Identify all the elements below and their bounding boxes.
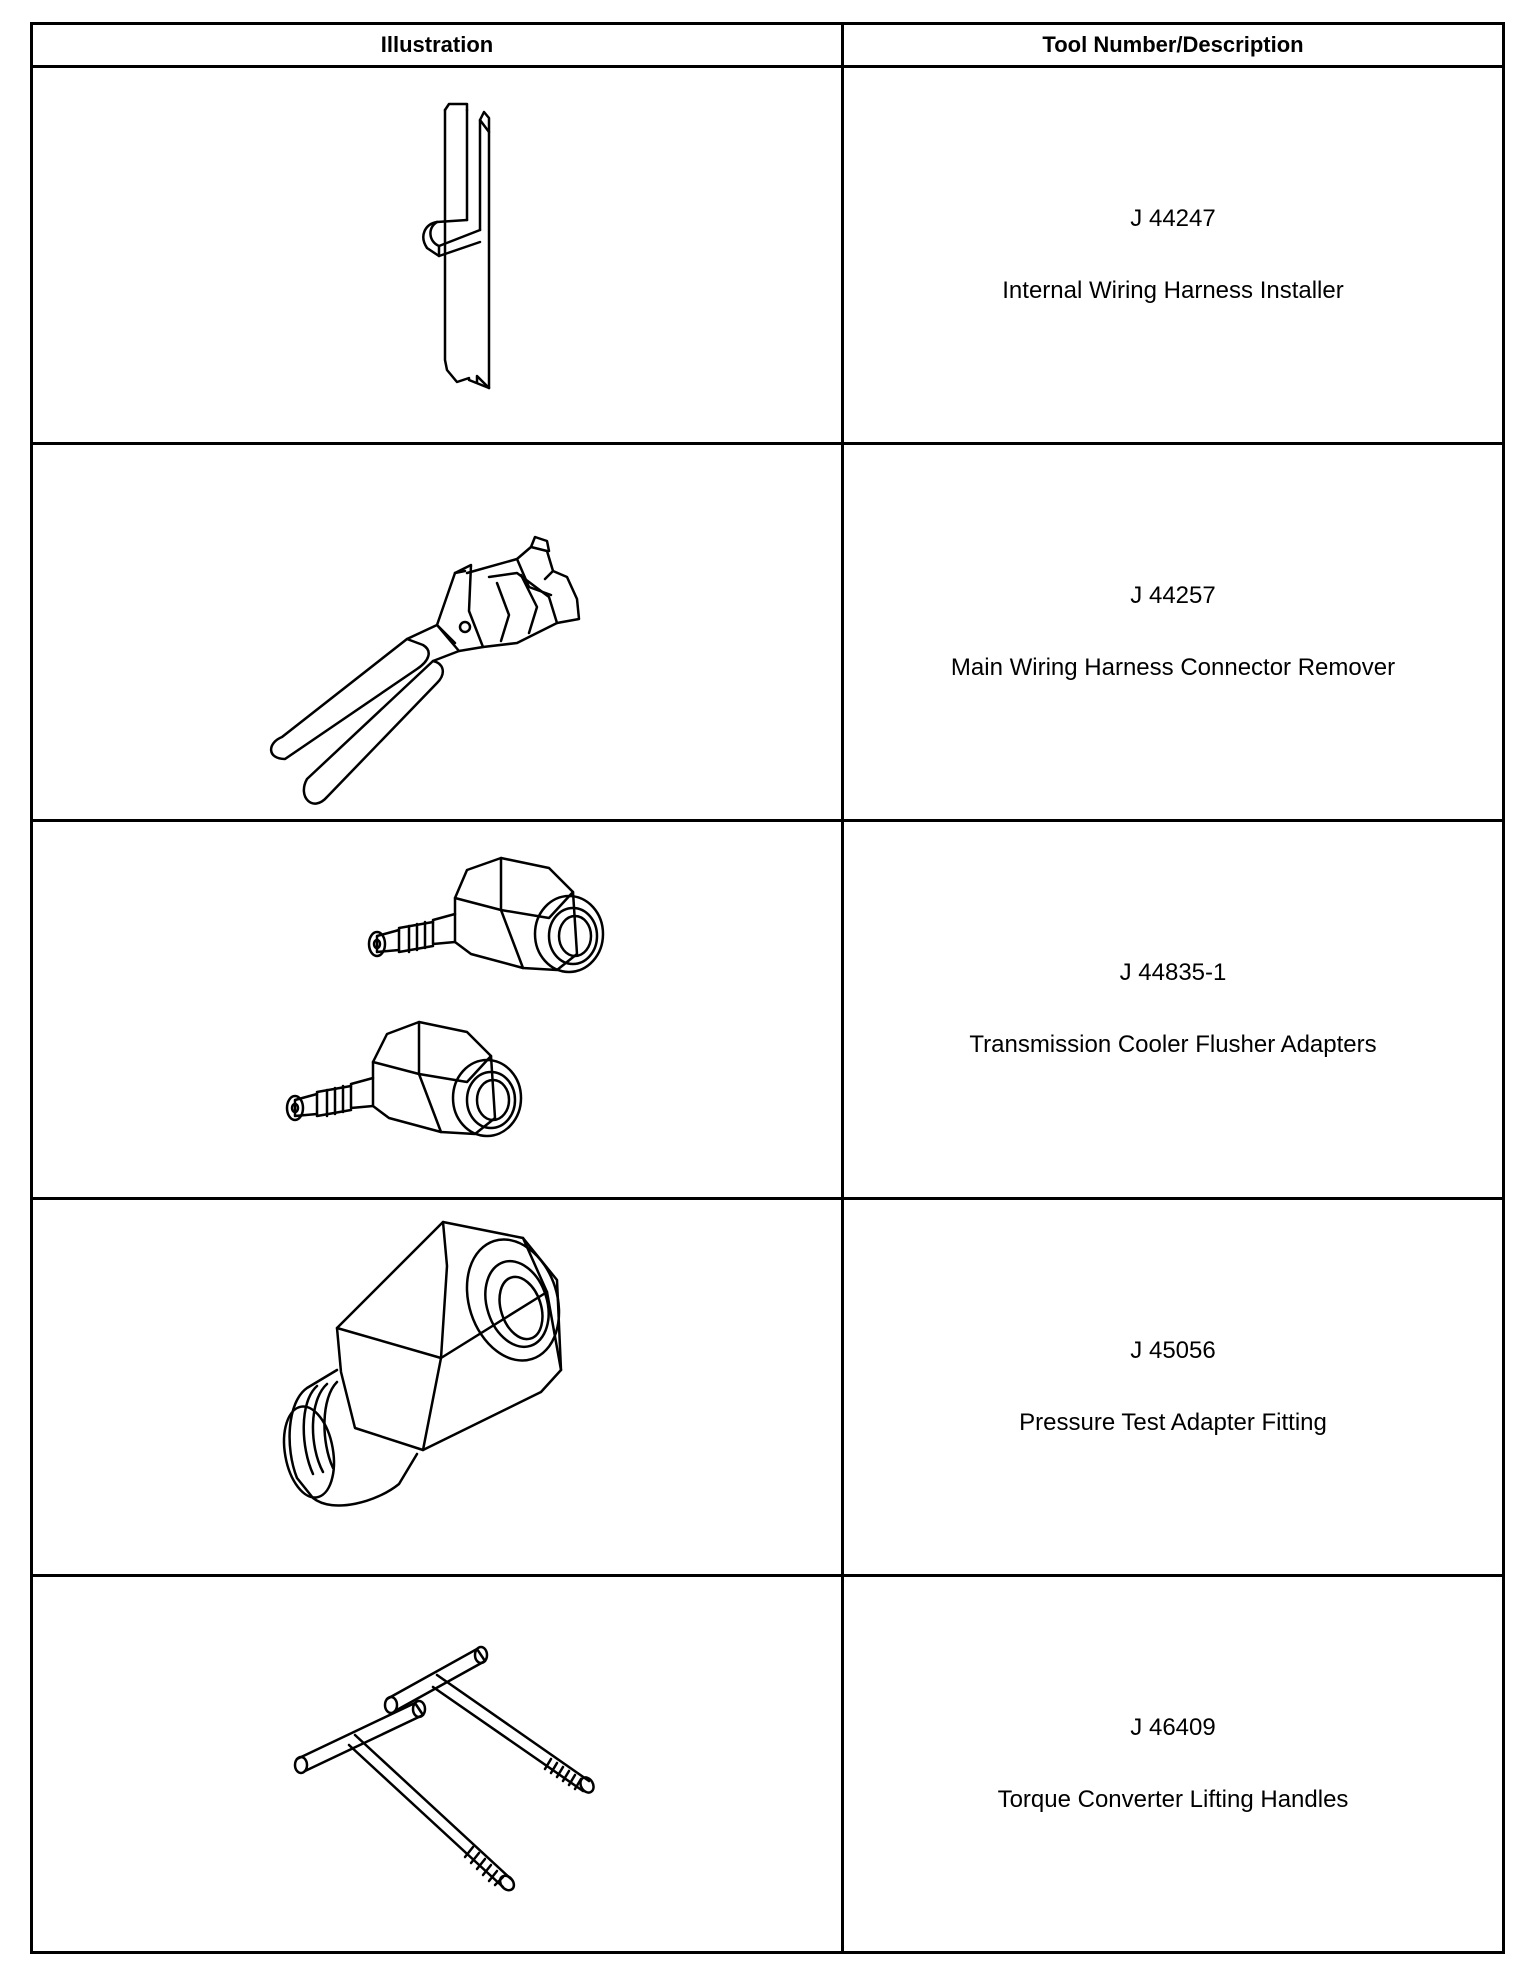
tool-description-cell: J 44835-1 Transmission Cooler Flusher Ad… [841, 819, 1505, 1200]
table-row: J 44247 Internal Wiring Harness Installe… [30, 64, 1505, 446]
tool-column-header: Tool Number/Description [841, 22, 1505, 68]
illustration-column-header: Illustration [30, 22, 844, 68]
tool-description-cell: J 44257 Main Wiring Harness Connector Re… [841, 442, 1505, 823]
harness-installer-icon [422, 102, 491, 390]
tool-number: J 44257 [1130, 582, 1216, 610]
flusher-adapters-icon [285, 857, 605, 1138]
tool-description: Main Wiring Harness Connector Remover [950, 654, 1396, 682]
table-row: J 44257 Main Wiring Harness Connector Re… [30, 442, 1505, 823]
illustration-cell [30, 1573, 844, 1955]
illustration-cell [30, 819, 844, 1200]
tool-number: J 46409 [1130, 1713, 1216, 1741]
tool-number: J 45056 [1130, 1336, 1216, 1364]
table-row: J 46409 Torque Converter Lifting Handles [30, 1573, 1505, 1955]
upper-adapter [367, 857, 605, 974]
illustration-cell [30, 442, 844, 823]
tool-description-cell: J 44247 Internal Wiring Harness Installe… [841, 64, 1505, 446]
header-row: Illustration Tool Number/Description [30, 22, 1505, 68]
tool-description: Transmission Cooler Flusher Adapters [969, 1031, 1377, 1059]
table-row: J 45056 Pressure Test Adapter Fitting [30, 1196, 1505, 1577]
tool-number: J 44247 [1130, 205, 1216, 233]
adapter-fitting-icon [282, 1220, 563, 1507]
tool-description-cell: J 46409 Torque Converter Lifting Handles [841, 1573, 1505, 1955]
table-row: J 44835-1 Transmission Cooler Flusher Ad… [30, 819, 1505, 1200]
tool-description: Pressure Test Adapter Fitting [1019, 1408, 1327, 1436]
tool-description: Internal Wiring Harness Installer [1002, 277, 1344, 305]
connector-remover-pliers-icon [269, 536, 581, 805]
lower-adapter [285, 1021, 523, 1138]
tool-description-cell: J 45056 Pressure Test Adapter Fitting [841, 1196, 1505, 1577]
lifting-handles-icon [293, 1645, 595, 1892]
tool-description: Torque Converter Lifting Handles [997, 1785, 1349, 1813]
tool-number: J 44835-1 [1119, 959, 1227, 987]
tool-table: Illustration Tool Number/Description [30, 22, 1505, 1955]
illustration-cell [30, 64, 844, 446]
illustration-cell [30, 1196, 844, 1577]
